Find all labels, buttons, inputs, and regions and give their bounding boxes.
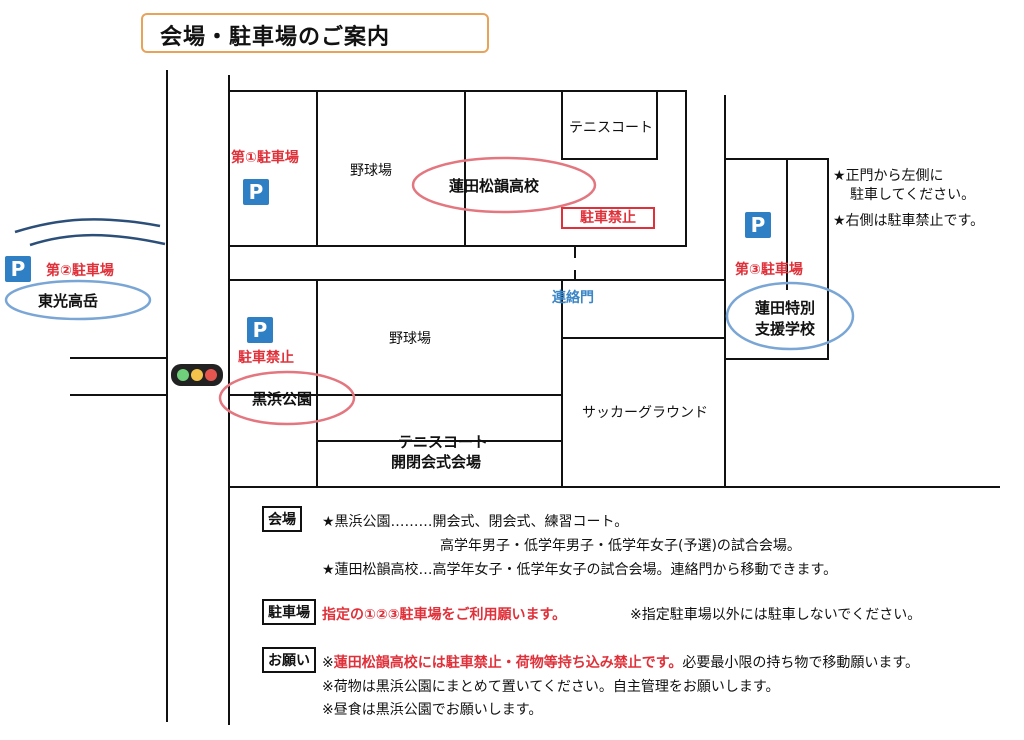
parking2-label: 第②駐車場 bbox=[46, 263, 114, 279]
request-line-2: ※荷物は黒浜公園にまとめて置いてください。自主管理をお願いします。 bbox=[322, 679, 780, 695]
request-tag: お願い bbox=[262, 647, 316, 673]
special-school-label-2: 支援学校 bbox=[755, 320, 816, 338]
venue-line-1: ★黒浜公園………開会式、閉会式、練習コート。 bbox=[322, 514, 629, 530]
side-note-2: ★右側は駐車禁止です。 bbox=[833, 213, 985, 229]
tokou-school-label: 東光高岳 bbox=[38, 292, 99, 310]
parking-icon: P bbox=[5, 256, 31, 282]
parking-note: ※指定駐車場以外には駐車しないでください。 bbox=[630, 607, 922, 623]
venue-tag: 会場 bbox=[262, 506, 302, 532]
request-line-1: ※蓮田松韻高校には駐車禁止・荷物等持ち込み禁止です。必要最小限の持ち物で移動願い… bbox=[322, 655, 919, 671]
soccer-label: サッカーグラウンド bbox=[582, 405, 708, 421]
tennis-bottom-label-1: テニスコート bbox=[398, 433, 489, 451]
school-no-parking-box: 駐車禁止 bbox=[561, 207, 655, 229]
request-line-3: ※昼食は黒浜公園でお願いします。 bbox=[322, 702, 543, 718]
school-block bbox=[316, 90, 687, 247]
parking3-label: 第③駐車場 bbox=[735, 262, 803, 278]
parking-icon: P bbox=[243, 179, 269, 205]
special-school-ellipse bbox=[725, 281, 855, 351]
baseball-top-label: 野球場 bbox=[350, 163, 392, 179]
parking1-label: 第①駐車場 bbox=[231, 150, 299, 166]
page-title: 会場・駐車場のご案内 bbox=[160, 25, 391, 50]
park-label: 黒浜公園 bbox=[252, 390, 313, 408]
school-main-ellipse bbox=[411, 156, 597, 214]
baseball-bottom-label: 野球場 bbox=[389, 331, 431, 347]
school-main-label: 蓮田松韻高校 bbox=[449, 177, 540, 195]
traffic-light-icon bbox=[171, 364, 223, 386]
park-ellipse bbox=[218, 370, 356, 426]
tennis-top-label: テニスコート bbox=[569, 120, 653, 136]
tennis-top-court bbox=[561, 90, 658, 160]
parking3-block bbox=[724, 158, 829, 360]
parking-icon: P bbox=[247, 317, 273, 343]
parking-icon: P bbox=[745, 212, 771, 238]
title-frame bbox=[141, 13, 489, 53]
special-school-label-1: 蓮田特別 bbox=[755, 299, 816, 317]
venue-line-3: ★蓮田松韻高校…高学年女子・低学年女子の試合会場。連絡門から移動できます。 bbox=[322, 562, 838, 578]
parking-instruction: 指定の①②③駐車場をご利用願います。 bbox=[322, 607, 567, 623]
side-note-1a: ★正門から左側に bbox=[833, 168, 944, 184]
tokou-ellipse bbox=[4, 279, 152, 321]
side-note-1b: 駐車してください。 bbox=[850, 187, 976, 203]
gate-label: 連絡門 bbox=[552, 290, 594, 306]
venue-line-2: 高学年男子・低学年男子・低学年女子(予選)の試合会場。 bbox=[440, 538, 801, 554]
tennis-bottom-label-2: 開閉会式会場 bbox=[391, 453, 482, 471]
parking-tag: 駐車場 bbox=[262, 599, 316, 625]
parking1-block bbox=[228, 90, 318, 247]
park-no-parking-label: 駐車禁止 bbox=[238, 350, 294, 366]
